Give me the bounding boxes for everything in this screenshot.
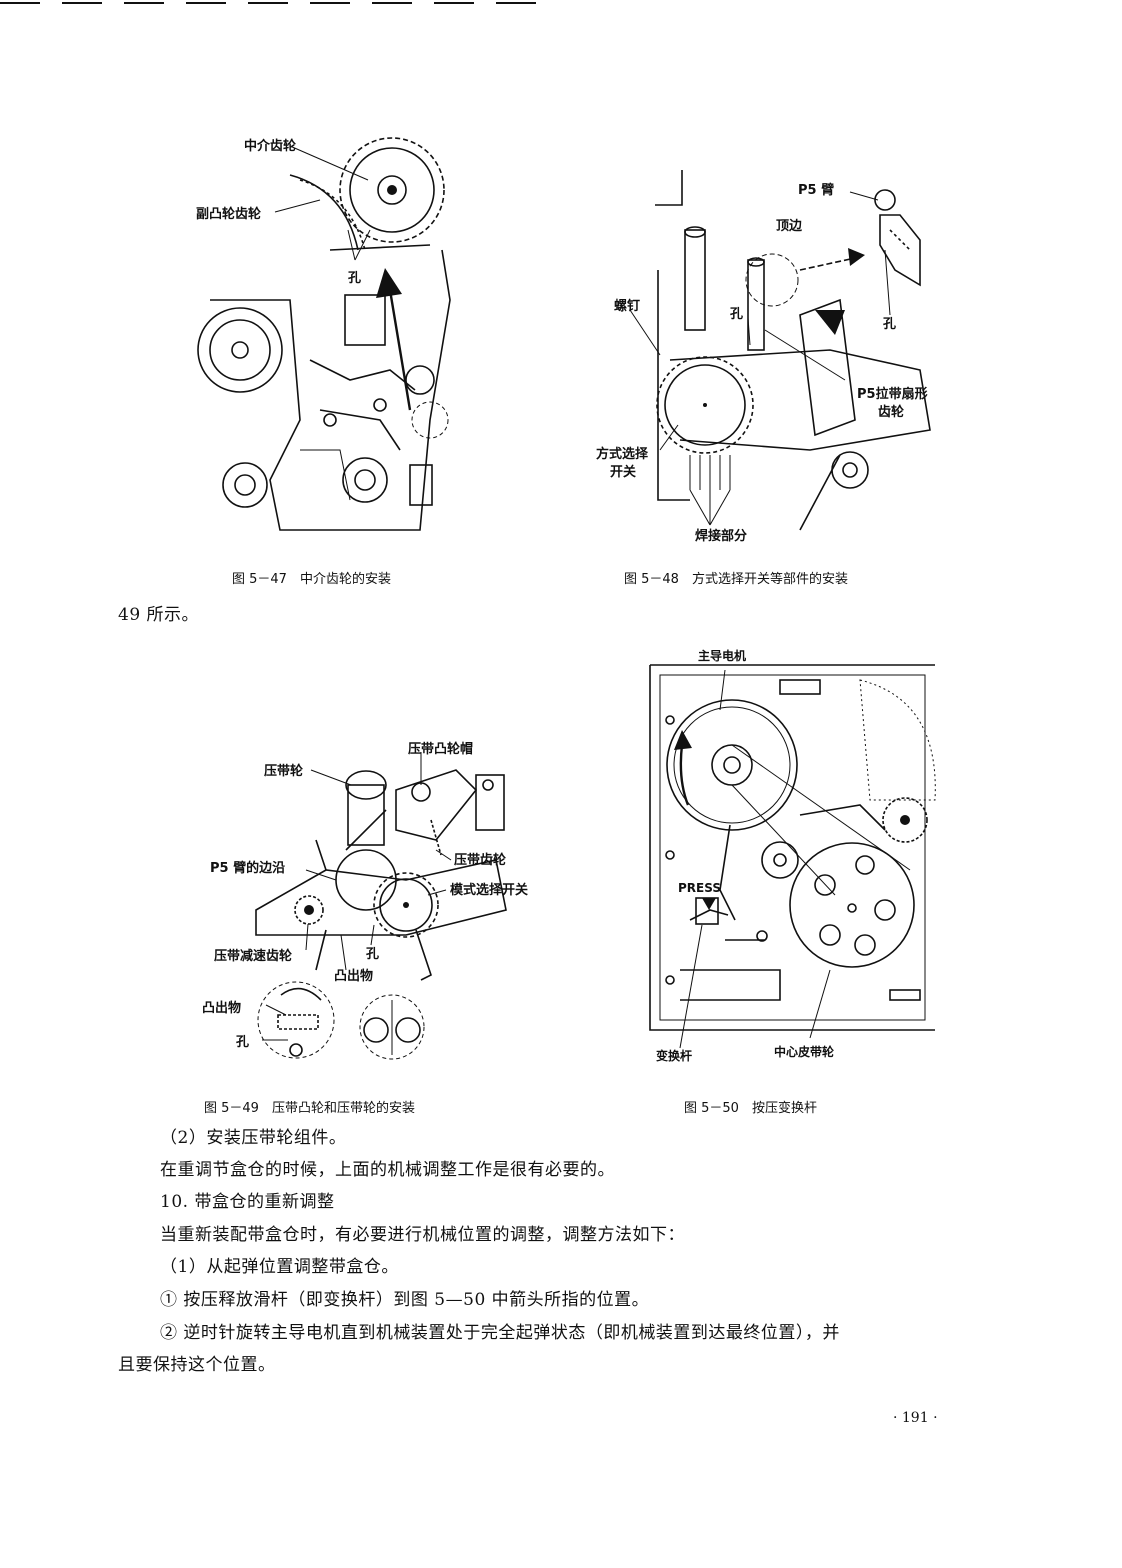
figure-5-49: 压带轮 压带凸轮帽 P5 臂的边沿 压带齿轮 模式选择开关 压带减速齿轮 孔 凸… — [196, 730, 556, 1070]
shift-lever-label: 变换杆 — [656, 1048, 692, 1063]
figure-5-49-drawing: 压带轮 压带凸轮帽 P5 臂的边沿 压带齿轮 模式选择开关 压带减速齿轮 孔 凸… — [202, 741, 528, 1060]
paragraph-1: （2）安装压带轮组件。 — [160, 1128, 347, 1148]
detail-circle-left-icon — [257, 981, 335, 1059]
small-gear-icon — [882, 797, 928, 843]
detail-circle-right-icon — [359, 994, 425, 1060]
mode-switch-label: 方式选择 — [596, 446, 649, 462]
center-belt-pulley-label: 中心皮带轮 — [774, 1044, 835, 1059]
solder-label: 焊接部分 — [695, 528, 747, 544]
pinch-roller-icon — [345, 770, 387, 846]
protrusion-label-2: 凸出物 — [202, 1000, 241, 1016]
figure-5-49-caption: 图 5－49 压带凸轮和压带轮的安装 — [204, 1101, 415, 1116]
center-belt-pulley-icon — [789, 842, 915, 968]
pinch-reduction-gear-label: 压带减速齿轮 — [214, 948, 292, 964]
figure-5-50-drawing: 主导电机 PRESS 变换杆 中心皮带轮 — [649, 648, 936, 1063]
figure-5-48-caption: 图 5－48 方式选择开关等部件的安装 — [624, 572, 848, 587]
hole-label: 孔 — [366, 947, 379, 962]
sub-cam-gear-label: 副凸轮齿轮 — [196, 206, 261, 222]
p5-sector-gear-label-2: 齿轮 — [878, 404, 904, 420]
ccw-arrow-icon — [674, 730, 692, 806]
sub-cam-gear-icon — [289, 174, 366, 251]
mechanism-body — [197, 249, 451, 531]
idler-gear-icon — [339, 137, 445, 243]
section-heading: 10. 带盒仓的重新调整 — [160, 1192, 335, 1212]
mode-switch-label: 模式选择开关 — [450, 882, 528, 898]
pinch-roller-label: 压带轮 — [264, 763, 303, 779]
hole-label: 孔 — [348, 271, 361, 286]
p5-sector-gear-label: P5拉带扇形 — [857, 386, 928, 402]
pinch-gear-label: 压带齿轮 — [454, 852, 506, 868]
chassis-frame — [649, 664, 936, 1031]
idler-gear-label: 中介齿轮 — [244, 138, 296, 154]
shift-lever-icon — [689, 897, 729, 925]
p5-arm-icon — [874, 189, 921, 287]
paragraph-2: 在重调节盒仓的时候，上面的机械调整工作是很有必要的。 — [160, 1160, 615, 1180]
hole-label: 孔 — [730, 307, 743, 322]
p5-arm-edge-label: P5 臂的边沿 — [210, 860, 285, 876]
screw-label: 螺钉 — [614, 298, 640, 314]
paragraph-3: 当重新装配带盒仓时，有必要进行机械位置的调整，调整方法如下： — [160, 1225, 685, 1245]
page-number: · 191 · — [893, 1410, 938, 1426]
figure-5-48: P5 臂 顶边 螺钉 孔 孔 P5拉带扇形 齿轮 方式选择 开关 焊接部分 — [590, 170, 950, 550]
paragraph-4: （1）从起弹位置调整带盒仓。 — [160, 1257, 399, 1277]
figure-5-50: 主导电机 PRESS 变换杆 中心皮带轮 — [640, 640, 940, 1070]
hole-label-2: 孔 — [236, 1035, 249, 1050]
paragraph-6: ② 逆时针旋转主导电机直到机械装置处于完全起弹状态（即机械装置到达最终位置），并 — [160, 1323, 840, 1343]
top-edge-label: 顶边 — [776, 219, 803, 234]
mode-select-gear-icon — [373, 872, 439, 938]
mode-switch-gear-icon — [656, 356, 754, 490]
press-label: PRESS — [678, 881, 721, 895]
hole-label-2: 孔 — [883, 317, 896, 332]
figure-5-48-drawing: P5 臂 顶边 螺钉 孔 孔 P5拉带扇形 齿轮 方式选择 开关 焊接部分 — [596, 170, 931, 544]
protrusion-label: 凸出物 — [334, 968, 373, 984]
reduction-gear-icon — [294, 895, 324, 925]
p5-arm-label: P5 臂 — [798, 182, 834, 198]
right-arrow-icon — [848, 248, 865, 266]
mechanism-body — [255, 769, 507, 936]
figure-5-47-caption: 图 5－47 中介齿轮的安装 — [232, 572, 391, 587]
paragraph-6-cont: 且要保持这个位置。 — [118, 1355, 276, 1375]
mode-switch-label-2: 开关 — [610, 464, 636, 480]
figure-5-50-caption: 图 5－50 按压变换杆 — [684, 1101, 817, 1116]
capstan-motor-label: 主导电机 — [698, 648, 746, 663]
pinch-cam-cap-label: 压带凸轮帽 — [408, 741, 473, 757]
up-arrow-icon — [376, 268, 412, 411]
figure-5-47: 中介齿轮 副凸轮齿轮 孔 — [180, 120, 470, 550]
top-dashed-rule — [0, 2, 540, 4]
mechanism-frame — [655, 170, 931, 531]
text-fragment: 49 所示。 — [118, 605, 200, 625]
paragraph-5: ① 按压释放滑杆（即变换杆）到图 5—50 中箭头所指的位置。 — [160, 1290, 650, 1310]
figure-5-47-drawing: 中介齿轮 副凸轮齿轮 孔 — [196, 137, 451, 531]
